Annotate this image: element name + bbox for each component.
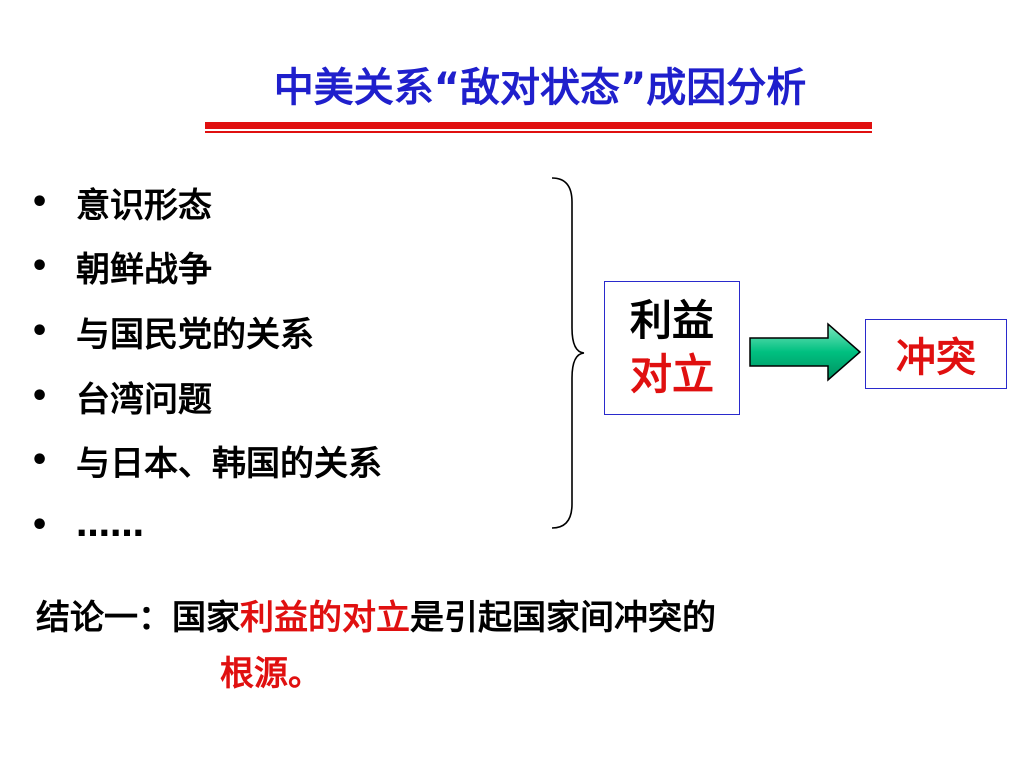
cause-list: • 意识形态 • 朝鲜战争 • 与国民党的关系 • 台湾问题 • 与日本、韩国的… (30, 170, 382, 558)
list-item: • 意识形态 (30, 170, 382, 235)
bullet-icon: • (30, 313, 50, 349)
right-arrow-icon (749, 322, 862, 382)
list-item-text: 意识形态 (76, 185, 212, 226)
title-underline-thick (205, 122, 872, 129)
list-item: • 与日本、韩国的关系 (30, 428, 382, 493)
interest-box-line2: 对立 (629, 350, 714, 399)
list-item: • …… (30, 493, 382, 558)
conclusion-prefix: 结论一：国家 (36, 598, 240, 638)
right-brace-icon (551, 177, 585, 529)
conclusion-highlight: 利益的对立 (240, 598, 410, 638)
conclusion: 结论一：国家利益的对立是引起国家间冲突的 根源。 (36, 590, 716, 702)
bullet-icon: • (30, 249, 50, 285)
list-item: • 与国民党的关系 (30, 299, 382, 364)
list-item-text: 与日本、韩国的关系 (76, 444, 382, 485)
list-item: • 朝鲜战争 (30, 235, 382, 300)
list-item-text: 朝鲜战争 (76, 250, 212, 291)
conflict-box: 冲突 (865, 319, 1007, 389)
bullet-icon: • (30, 378, 50, 414)
interest-box-line1: 利益 (629, 296, 714, 345)
title-underline-thin (205, 131, 872, 133)
conclusion-suffix: 是引起国家间冲突的 (410, 598, 716, 638)
list-item: • 台湾问题 (30, 364, 382, 429)
conclusion-line1: 结论一：国家利益的对立是引起国家间冲突的 (36, 590, 716, 646)
conclusion-line2: 根源。 (220, 654, 322, 694)
bullet-icon: • (30, 507, 50, 543)
list-item-text: 与国民党的关系 (76, 314, 314, 355)
bullet-icon: • (30, 184, 50, 220)
interest-opposition-box: 利益 对立 (604, 281, 740, 415)
list-item-text: …… (76, 505, 144, 546)
bullet-icon: • (30, 443, 50, 479)
list-item-text: 台湾问题 (76, 379, 212, 420)
slide-title: 中美关系“敌对状态”成因分析 (273, 65, 807, 111)
